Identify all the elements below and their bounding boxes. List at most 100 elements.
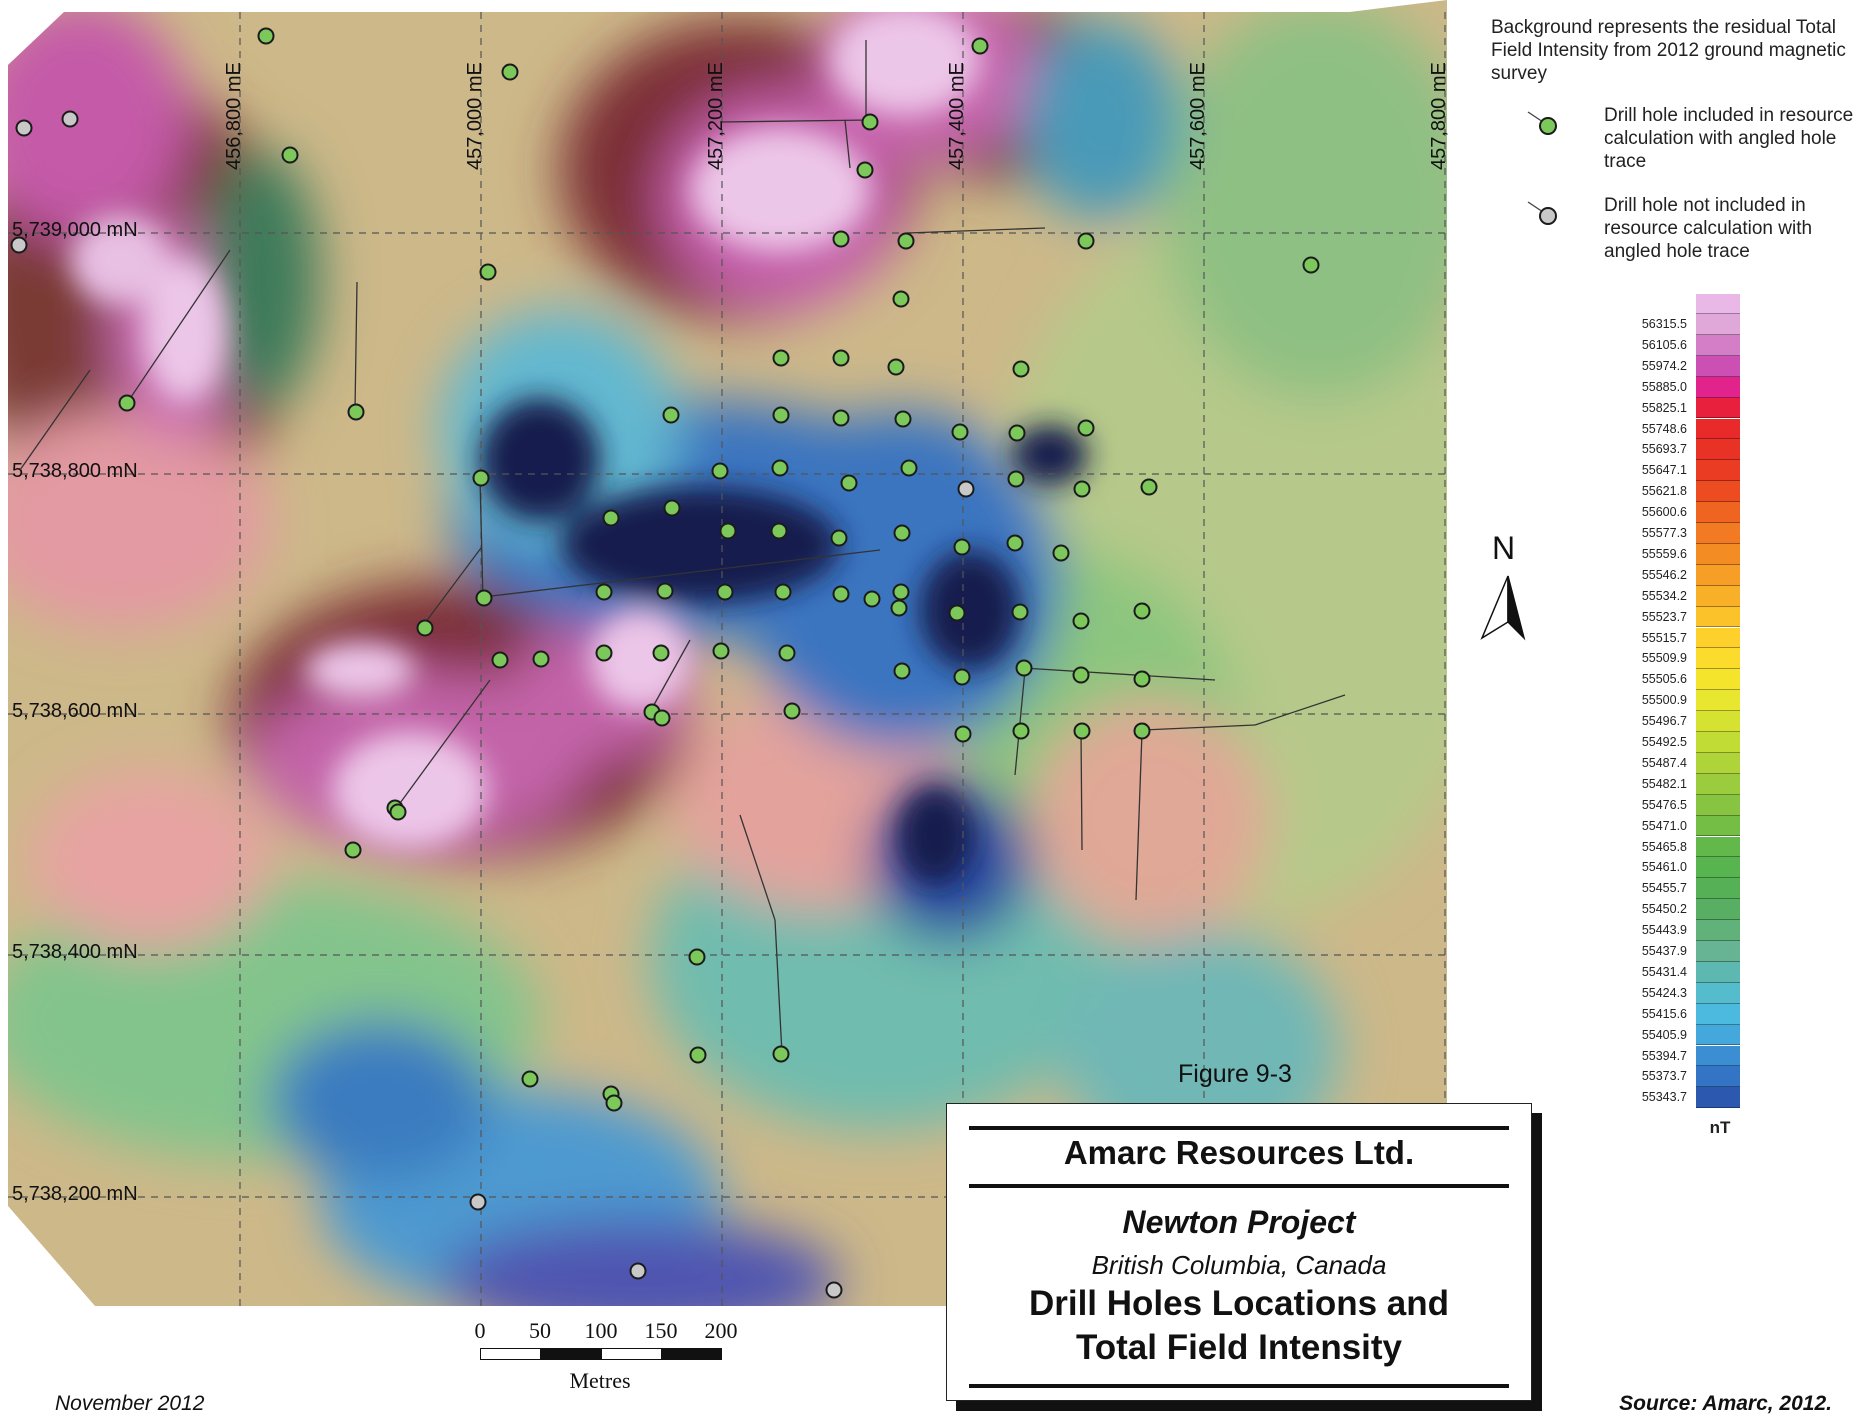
colorbar-row: 55482.1 <box>1590 773 1750 795</box>
colorbar-swatch <box>1696 1066 1740 1088</box>
colorbar-swatch <box>1696 1045 1740 1067</box>
colorbar-swatch <box>1696 773 1740 795</box>
colorbar-unit: nT <box>1709 1118 1731 1138</box>
colorbar-value: 55515.7 <box>1641 630 1687 645</box>
colorbar-value: 55415.6 <box>1641 1006 1687 1021</box>
colorbar-swatch <box>1696 439 1740 461</box>
colorbar-swatch <box>1696 920 1740 941</box>
colorbar-row: 55534.2 <box>1590 585 1750 607</box>
map-title-line2: Total Field Intensity <box>1075 1328 1403 1367</box>
scale-tick: 100 <box>584 1318 618 1343</box>
colorbar-value: 55505.6 <box>1641 672 1687 687</box>
colorbar-value: 55492.5 <box>1641 735 1687 749</box>
colorbar-row: 55647.1 <box>1590 460 1750 482</box>
company-name: Amarc Resources Ltd. <box>1063 1134 1415 1171</box>
colorbar-row: 55515.7 <box>1590 627 1750 649</box>
colorbar-value: 55621.8 <box>1641 484 1687 499</box>
colorbar-row: 55492.5 <box>1590 732 1750 753</box>
colorbar-swatch <box>1696 711 1740 732</box>
northing-label: 5,738,400 mN <box>12 941 138 963</box>
colorbar-value: 56105.6 <box>1641 337 1687 352</box>
scale-tick: 50 <box>529 1318 551 1343</box>
colorbar-swatch <box>1696 794 1740 816</box>
northing-label: 5,738,200 mN <box>12 1183 138 1205</box>
colorbar-row: 55748.6 <box>1590 418 1750 440</box>
colorbar-swatch <box>1696 690 1740 712</box>
drill-holes-not-included <box>10 110 975 1299</box>
colorbar-value: 55600.6 <box>1641 505 1687 520</box>
colorbar-value: 55546.2 <box>1641 567 1687 582</box>
colorbar-row: 55487.4 <box>1590 752 1750 774</box>
north-arrow-icon <box>1480 575 1526 641</box>
easting-label: 457,000 mE <box>464 62 486 170</box>
colorbar-row: 55424.3 <box>1590 982 1750 1004</box>
colorbar-swatch <box>1696 752 1740 774</box>
colorbar-value: 55405.9 <box>1641 1027 1687 1042</box>
colorbar-row: 55600.6 <box>1590 502 1750 523</box>
included-hole-icon <box>1527 111 1557 135</box>
north-label: N <box>1492 530 1516 566</box>
colorbar-swatch <box>1696 1087 1740 1109</box>
colorbar-row: 55415.6 <box>1590 1003 1750 1025</box>
northing-label: 5,739,000 mN <box>12 219 138 241</box>
colorbar-row: 55450.2 <box>1590 899 1750 921</box>
colorbar-row: 55523.7 <box>1590 606 1750 628</box>
colorbar-row: 55465.8 <box>1590 836 1750 858</box>
colorbar-row: 55621.8 <box>1590 481 1750 503</box>
colorbar-swatch <box>1696 418 1740 440</box>
colorbar-swatch <box>1696 523 1740 544</box>
colorbar-value: 55534.2 <box>1641 588 1687 603</box>
colorbar-value: 56315.5 <box>1641 317 1687 331</box>
colorbar-value: 55431.4 <box>1641 964 1687 979</box>
colorbar-row: 56315.5 <box>1590 314 1750 335</box>
scale-tick: 200 <box>704 1318 738 1343</box>
colorbar-row: 55509.9 <box>1590 648 1750 670</box>
colorbar-row: 55546.2 <box>1590 564 1750 586</box>
colorbar-row: 55455.7 <box>1590 878 1750 900</box>
not-included-hole-icon <box>1527 201 1557 225</box>
north-arrow: N <box>1478 530 1538 650</box>
source-label: Source: Amarc, 2012. <box>1619 1392 1832 1415</box>
colorbar-swatch <box>1696 334 1740 356</box>
colorbar-swatch <box>1696 481 1740 503</box>
northing-label: 5,738,800 mN <box>12 460 138 482</box>
legend-label-included: Drill hole included in resource calculat… <box>1604 105 1854 172</box>
colorbar-value: 55487.4 <box>1641 755 1687 770</box>
colorbar-row: 55885.0 <box>1590 376 1750 398</box>
northing-label: 5,738,600 mN <box>12 700 138 722</box>
colorbar-value: 55509.9 <box>1641 651 1687 666</box>
colorbar-row: 55443.9 <box>1590 920 1750 941</box>
colorbar-swatch <box>1696 878 1740 900</box>
colorbar-swatch <box>1696 1024 1740 1046</box>
colorbar-value: 55647.1 <box>1641 463 1687 478</box>
easting-label: 457,600 mE <box>1187 62 1209 170</box>
colorbar-row: 55471.0 <box>1590 815 1750 837</box>
date-label: November 2012 <box>55 1392 205 1415</box>
colorbar-swatch <box>1696 857 1740 879</box>
colorbar-row: 55405.9 <box>1590 1024 1750 1046</box>
colorbar-row: 55431.4 <box>1590 961 1750 983</box>
colorbar-swatch <box>1696 899 1740 921</box>
map-title-line1: Drill Holes Locations and <box>1028 1284 1450 1323</box>
colorbar-value: 55373.7 <box>1641 1069 1687 1084</box>
colorbar-value: 55577.3 <box>1641 526 1687 540</box>
colorbar-swatch <box>1696 543 1740 565</box>
colorbar-value: 55461.0 <box>1641 860 1687 875</box>
colorbar-swatch <box>1696 627 1740 649</box>
legend-background-note: Background represents the residual Total… <box>1491 17 1846 84</box>
colorbar-swatch <box>1696 460 1740 482</box>
scale-tick: 0 <box>474 1318 486 1343</box>
colorbar-swatch <box>1696 836 1740 858</box>
colorbar-row: 55577.3 <box>1590 523 1750 544</box>
colorbar-value: 55825.1 <box>1641 400 1687 415</box>
colorbar-row: 55476.5 <box>1590 794 1750 816</box>
colorbar-row: 55693.7 <box>1590 439 1750 461</box>
legend-item-included: Drill hole included in resource calculat… <box>1526 104 1856 184</box>
colorbar-swatch <box>1696 648 1740 670</box>
colorbar-row: 55394.7 <box>1590 1045 1750 1067</box>
colorbar-row: 56105.6 <box>1590 334 1750 356</box>
magnetic-background <box>8 0 1447 1306</box>
colorbar-swatch <box>1696 982 1740 1004</box>
